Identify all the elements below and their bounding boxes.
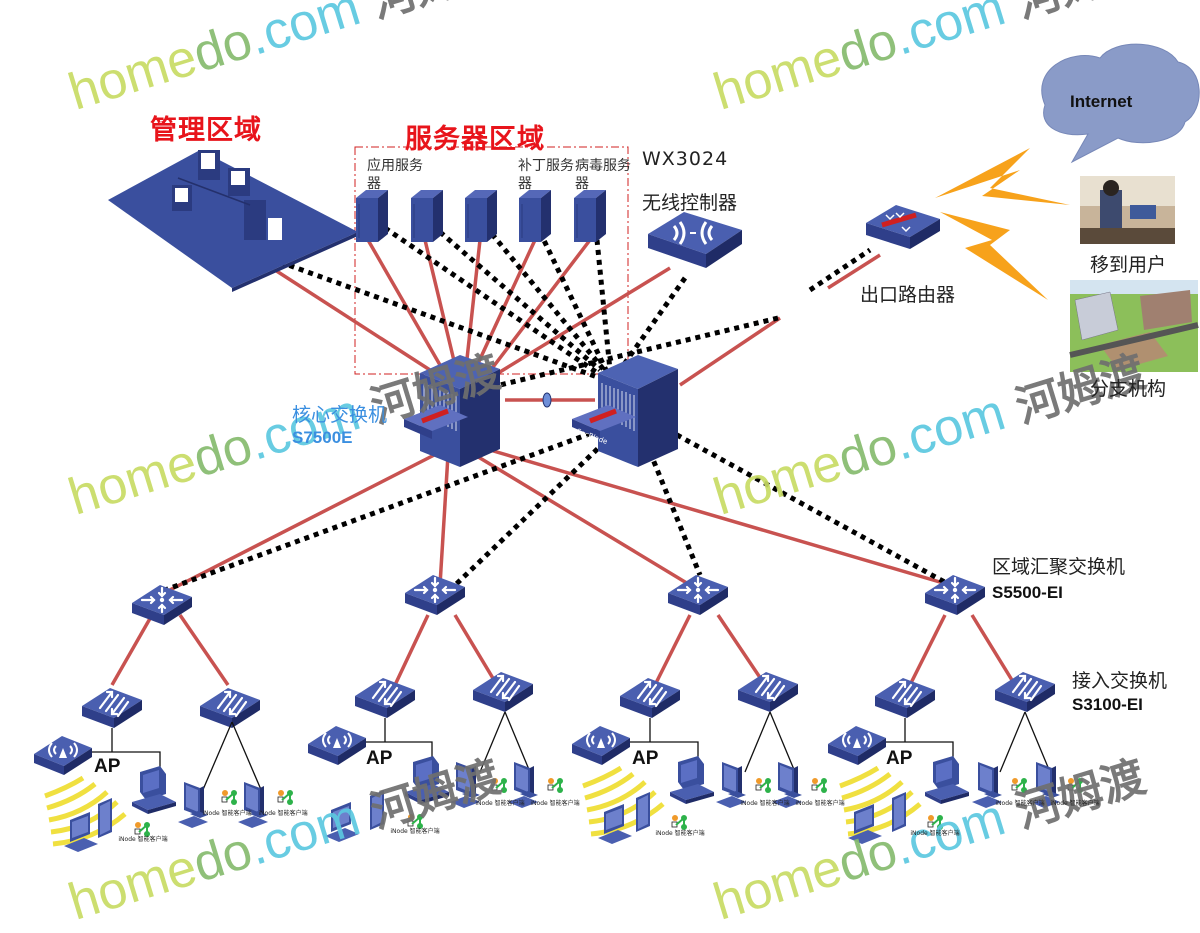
secblade-card-2: SecBlade [572, 405, 636, 446]
wireless-controller-label: 无线控制器 [642, 192, 738, 214]
server-2 [410, 189, 444, 243]
access-switch-3a [618, 676, 682, 720]
mobile-users-label: 移到用户 [1090, 254, 1167, 276]
desktop-pc-2 [405, 756, 449, 804]
inode-icon [221, 789, 238, 806]
inode-client-label: iNode 智能客户端 [910, 830, 960, 837]
inode-icon [407, 813, 424, 830]
antivirus-server [573, 189, 607, 243]
inode-client-label: iNode 智能客户端 [475, 800, 525, 807]
core-switch-label: 核心交换机 [292, 404, 388, 426]
access-point-1 [33, 735, 93, 776]
branch-office-label: 分支机构 [1090, 378, 1167, 400]
desktop-pc-3 [670, 756, 714, 804]
tablet-3 [636, 792, 650, 832]
inode-icon [1011, 777, 1028, 794]
inode-client-label: iNode 智能客户端 [530, 800, 580, 807]
network-topology-diagram: SecBlade [33, 43, 1200, 852]
access-switch-2a [353, 676, 417, 720]
management-zone-title: 管理区域 [150, 115, 262, 146]
access-switch-1b [198, 686, 262, 730]
inode-icon [671, 814, 688, 831]
network-management-platform [108, 150, 358, 292]
inode-client-label: iNode 智能客户端 [390, 828, 440, 835]
mobile-user-photo [1080, 176, 1175, 244]
access-switch-4b [993, 670, 1057, 714]
inode-icon [491, 777, 508, 794]
internet-cloud [1041, 43, 1200, 164]
inode-icon [811, 777, 828, 794]
ap-label-2: AP [366, 748, 393, 769]
inode-icon [1067, 777, 1084, 794]
access-switch-3b [736, 670, 800, 714]
egress-router-device [866, 205, 940, 249]
secblade-card-1 [404, 405, 468, 439]
wireless-controller-model: WX3024 [642, 148, 729, 170]
desktop-pc-1 [132, 766, 176, 814]
patch-server-label: 补丁服务器 [518, 158, 574, 192]
aggregation-switch-label: 区域汇聚交换机 [992, 556, 1126, 578]
ap-label-4: AP [886, 748, 913, 769]
server-3 [464, 189, 498, 243]
internet-label: Internet [1070, 92, 1133, 111]
server-zone-title: 服务器区域 [405, 124, 545, 155]
tablet-4 [892, 792, 906, 832]
branch-office-photo [1069, 280, 1199, 372]
inode-icon [755, 777, 772, 794]
wifi-signal-4 [840, 768, 920, 834]
inode-client-label: iNode 智能客户端 [995, 800, 1045, 807]
link-aggregation-marker [542, 392, 552, 408]
access-switch-2b [471, 670, 535, 714]
access-switch-1a [80, 686, 144, 730]
application-server [355, 189, 389, 243]
access-switch-4a [873, 676, 937, 720]
wireless-controller-device [648, 212, 742, 268]
access-cabling [88, 711, 1051, 793]
workstation-1b [238, 782, 268, 828]
aggregation-switch-model: S5500-EI [992, 583, 1063, 602]
aggregation-switch-3 [666, 573, 730, 617]
dotted-links [164, 225, 952, 593]
access-point-2 [307, 725, 367, 766]
inode-icon [547, 777, 564, 794]
access-switch-label: 接入交换机 [1072, 670, 1168, 692]
patch-server [518, 189, 552, 243]
inode-client-label: iNode 智能客户端 [1050, 800, 1100, 807]
tablet-1 [98, 798, 112, 838]
inode-client-label: iNode 智能客户端 [258, 810, 308, 817]
antivirus-server-label: 病毒服务器 [575, 158, 631, 192]
access-switch-model: S3100-EI [1072, 695, 1143, 714]
ap-label-3: AP [632, 748, 659, 769]
inode-client-label: iNode 智能客户端 [740, 800, 790, 807]
core-switch-model: S7500E [292, 428, 353, 447]
tablet-2 [370, 790, 384, 830]
access-point-3 [571, 725, 631, 766]
desktop-pc-4 [925, 756, 969, 804]
inode-client-label: iNode 智能客户端 [202, 810, 252, 817]
inode-client-label: iNode 智能客户端 [655, 830, 705, 837]
laptop-2 [325, 802, 359, 842]
inode-client-label: iNode 智能客户端 [795, 800, 845, 807]
access-point-4 [827, 725, 887, 766]
egress-router-label: 出口路由器 [860, 284, 956, 306]
workstation-1a [178, 782, 208, 828]
inode-icon [277, 789, 294, 806]
ap-label-1: AP [94, 756, 121, 777]
wireless-link-lightning [935, 148, 1070, 300]
inode-icon [134, 821, 151, 838]
solid-links [110, 238, 1017, 686]
inode-client-label: iNode 智能客户端 [118, 836, 168, 843]
inode-icon [927, 814, 944, 831]
application-server-label: 应用服务器 [367, 158, 423, 192]
